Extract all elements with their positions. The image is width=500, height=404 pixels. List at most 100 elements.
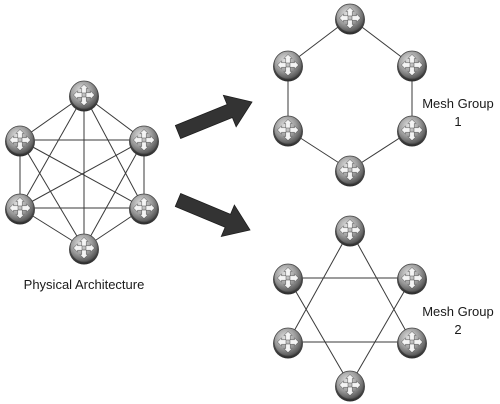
router-arrow-glyph <box>345 386 355 396</box>
router-arrow-glyph <box>21 135 31 145</box>
router-arrow-glyph <box>345 374 355 384</box>
mesh-group-2-router-5-icon <box>397 327 427 359</box>
router-arrow-glyph <box>283 119 293 129</box>
mesh-group-2-router-6-icon <box>335 370 365 402</box>
router-arrow-glyph <box>413 125 423 135</box>
router-arrow-glyph <box>407 279 417 289</box>
router-arrow-glyph <box>401 273 411 283</box>
physical-architecture-router-4-icon <box>5 193 35 225</box>
router-arrow-glyph <box>139 129 149 139</box>
router-arrow-glyph <box>345 171 355 181</box>
mesh-group-2-link-2 <box>349 229 413 343</box>
router-arrow-glyph <box>401 337 411 347</box>
physical-architecture-link-8 <box>19 139 85 249</box>
router-arrow-glyph <box>15 209 25 219</box>
router-arrow-glyph <box>407 331 417 341</box>
physical-architecture-router-1-icon <box>69 80 99 112</box>
router-arrow-glyph <box>283 66 293 76</box>
mesh-group-1-router-5-icon <box>397 115 427 147</box>
physical-architecture-router-2-icon <box>5 125 35 157</box>
router-arrow-glyph <box>133 135 143 145</box>
router-arrow-glyph <box>15 197 25 207</box>
mesh-group-2-router-2-icon <box>273 263 303 295</box>
routers-layer <box>5 3 427 402</box>
router-arrow-glyph <box>85 243 95 253</box>
mesh-group-1-number: 1 <box>454 114 461 129</box>
router-arrow-glyph <box>15 141 25 151</box>
router-arrow-glyph <box>9 135 19 145</box>
router-arrow-glyph <box>407 119 417 129</box>
physical-architecture-router-5-icon <box>129 193 159 225</box>
router-arrow-glyph <box>79 249 89 259</box>
router-arrow-glyph <box>145 203 155 213</box>
router-arrow-glyph <box>339 165 349 175</box>
router-arrow-glyph <box>283 331 293 341</box>
mesh-group-2-link-4 <box>349 277 413 386</box>
router-arrow-glyph <box>345 159 355 169</box>
physical-architecture-link-9 <box>19 139 145 209</box>
mesh-group-2-router-4-icon <box>273 327 303 359</box>
arrow-to-mesh-group-2-icon <box>174 193 251 238</box>
router-arrow-glyph <box>351 380 361 390</box>
mesh-group-2-label: Mesh Group <box>422 304 494 319</box>
router-arrow-glyph <box>407 66 417 76</box>
links-layer <box>19 17 413 386</box>
router-arrow-glyph <box>85 90 95 100</box>
mesh-group-2-link-5 <box>287 277 351 386</box>
router-arrow-glyph <box>289 125 299 135</box>
mesh-group-2-link-0 <box>287 229 351 343</box>
router-arrow-glyph <box>277 337 287 347</box>
physical-architecture-router-3-icon <box>129 125 159 157</box>
physical-architecture-router-6-icon <box>69 233 99 265</box>
router-arrow-glyph <box>277 60 287 70</box>
physical-architecture-link-11 <box>83 139 145 249</box>
router-arrow-glyph <box>283 267 293 277</box>
router-arrow-glyph <box>139 197 149 207</box>
router-arrow-glyph <box>79 237 89 247</box>
router-arrow-glyph <box>413 337 423 347</box>
router-arrow-glyph <box>283 54 293 64</box>
router-arrow-glyph <box>401 60 411 70</box>
router-arrow-glyph <box>339 13 349 23</box>
physical-architecture-link-3 <box>83 94 145 209</box>
router-arrow-glyph <box>413 60 423 70</box>
router-arrow-glyph <box>277 273 287 283</box>
router-arrow-glyph <box>73 243 83 253</box>
mesh-group-1-router-6-icon <box>335 155 365 187</box>
router-arrow-glyph <box>345 7 355 17</box>
physical-architecture-label: Physical Architecture <box>24 277 145 292</box>
router-arrow-glyph <box>283 131 293 141</box>
arrow-to-mesh-group-1-icon <box>174 94 253 140</box>
router-arrow-glyph <box>139 209 149 219</box>
router-arrow-glyph <box>351 165 361 175</box>
arrows-layer <box>174 94 253 238</box>
router-arrow-glyph <box>73 90 83 100</box>
router-arrow-glyph <box>9 203 19 213</box>
mesh-group-1-router-1-icon <box>335 3 365 35</box>
mesh-group-2-router-1-icon <box>335 215 365 247</box>
physical-architecture-link-2 <box>19 94 85 209</box>
router-arrow-glyph <box>289 273 299 283</box>
router-arrow-glyph <box>345 19 355 29</box>
router-arrow-glyph <box>413 273 423 283</box>
router-arrow-glyph <box>351 13 361 23</box>
router-arrow-glyph <box>339 225 349 235</box>
mesh-group-1-router-3-icon <box>397 50 427 82</box>
router-arrow-glyph <box>407 54 417 64</box>
router-arrow-glyph <box>79 84 89 94</box>
router-arrow-glyph <box>289 337 299 347</box>
router-arrow-glyph <box>345 231 355 241</box>
router-arrow-glyph <box>289 60 299 70</box>
router-arrow-glyph <box>407 343 417 353</box>
mesh-group-1-router-2-icon <box>273 50 303 82</box>
mesh-group-1-router-4-icon <box>273 115 303 147</box>
router-arrow-glyph <box>407 267 417 277</box>
router-arrow-glyph <box>277 125 287 135</box>
router-arrow-glyph <box>283 279 293 289</box>
router-arrow-glyph <box>401 125 411 135</box>
router-arrow-glyph <box>133 203 143 213</box>
router-arrow-glyph <box>15 129 25 139</box>
router-arrow-glyph <box>339 380 349 390</box>
router-arrow-glyph <box>21 203 31 213</box>
